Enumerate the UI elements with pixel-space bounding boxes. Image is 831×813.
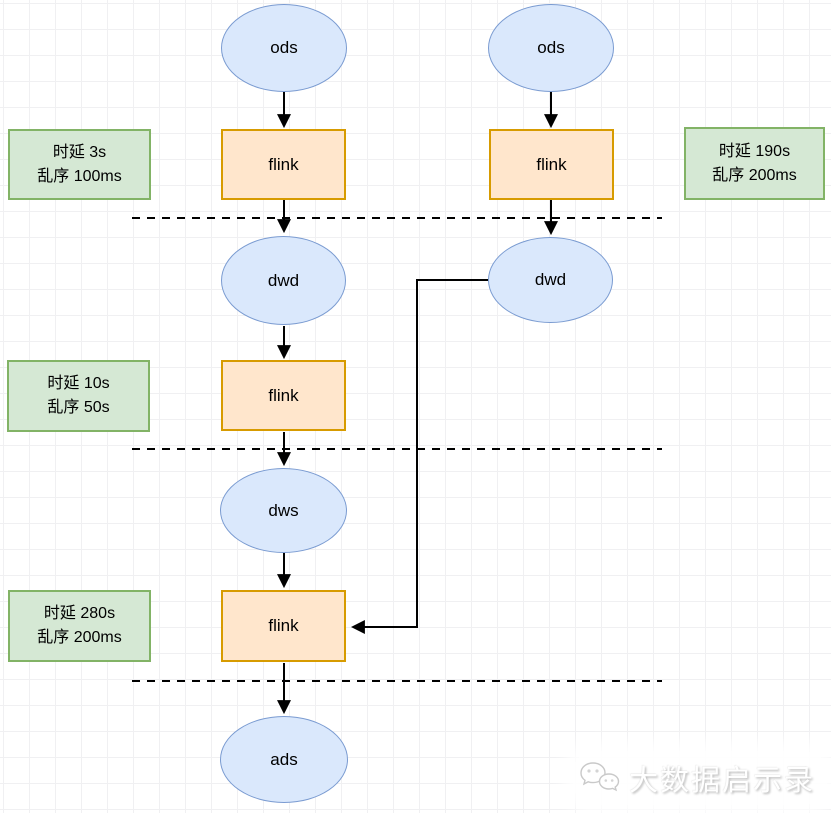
- annotation-line: 乱序 200ms: [712, 166, 797, 184]
- node-label: ods: [270, 38, 298, 57]
- node-dwd-right: dwd: [488, 237, 613, 323]
- node-label: flink: [268, 385, 299, 405]
- annotation-line: 乱序 50s: [47, 399, 110, 416]
- node-dwd-left: dwd: [221, 236, 346, 325]
- node-label: ads: [270, 749, 298, 769]
- watermark: 大数据启示录: [572, 751, 827, 805]
- annotation-stage1-right: 时延 190s 乱序 200ms: [684, 127, 825, 200]
- node-ods-right: ods: [488, 4, 614, 92]
- node-flink-dws: flink: [221, 590, 346, 662]
- node-ods-left: ods: [221, 4, 347, 92]
- node-label: flink: [268, 616, 299, 635]
- annotation-line: 乱序 100ms: [37, 167, 122, 185]
- node-flink-dwd: flink: [221, 360, 346, 431]
- node-flink-ods-right: flink: [489, 129, 614, 200]
- node-flink-ods-left: flink: [221, 129, 346, 200]
- node-label: dwd: [534, 270, 567, 289]
- annotation-stage3-left: 时延 280s 乱序 200ms: [8, 590, 151, 662]
- node-label: flink: [268, 154, 299, 174]
- node-ads: ads: [220, 716, 348, 803]
- watermark-text: 大数据启示录: [628, 765, 815, 797]
- annotation-line: 乱序 200ms: [37, 629, 122, 646]
- annotation-line: 时延 3s: [52, 143, 107, 161]
- annotation-line: 时延 280s: [43, 605, 116, 622]
- annotation-line: 时延 190s: [718, 142, 791, 160]
- arrow-dwd-right-to-flink-elbow: [350, 279, 488, 634]
- annotation-stage2-left: 时延 10s 乱序 50s: [7, 360, 150, 432]
- annotation-stage1-left: 时延 3s 乱序 100ms: [8, 129, 151, 200]
- node-label: ods: [537, 38, 565, 57]
- wechat-bubbles-icon: [579, 760, 621, 796]
- node-dws: dws: [220, 468, 347, 553]
- node-label: dws: [268, 500, 299, 520]
- node-label: dwd: [267, 270, 300, 290]
- annotation-line: 时延 10s: [47, 375, 110, 392]
- node-label: flink: [536, 154, 567, 174]
